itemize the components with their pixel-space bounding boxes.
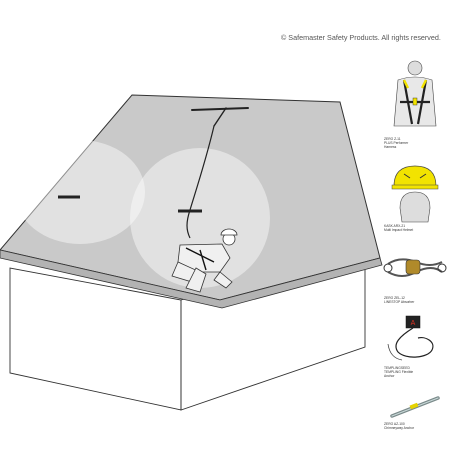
copyright-text: © Safemaster Safety Products. All rights… (281, 33, 441, 42)
product-ridge-anchor[interactable]: ZERO AZ-100 Chimneyway Anchor (380, 394, 450, 444)
safe-zone-right (130, 148, 270, 288)
ridge-anchor (191, 107, 249, 127)
product-kind: Anchor (384, 374, 395, 379)
safe-zone-left (15, 140, 145, 244)
product-helmet[interactable]: KASK ARX-21 Multi Impact Helmet (380, 162, 450, 238)
product-name: Multi Impact Helmet (384, 228, 414, 233)
product-name: Chimneyway Anchor (384, 426, 415, 431)
helmet-icon (391, 165, 439, 223)
product-lanyard[interactable]: ZERO ZEL-12 LINESTOP Absorber (380, 250, 450, 310)
product-code: ZERO Z-11 (384, 137, 401, 141)
ridge-anchor-icon (390, 396, 440, 418)
product-harness[interactable]: ZERO Z-11 PLUS Performer Harness (380, 58, 450, 156)
product-code: KASK ARX-21 (384, 224, 406, 228)
lanyard-icon (383, 258, 447, 277)
svg-text:A: A (411, 320, 416, 327)
roof-edge (0, 249, 383, 309)
product-name: TEMPLING Flexible (384, 370, 414, 375)
product-code: ZERO ZEL-12 (384, 296, 405, 300)
harness-icon (393, 60, 437, 127)
product-name: PLUS Performer (384, 141, 409, 146)
anchor-strap-icon: A (387, 315, 434, 361)
worker-figure (171, 228, 238, 293)
product-kind: Harness (384, 145, 397, 150)
product-anchor-strap[interactable]: A TEMPLINGSEED TEMPLING Flexible Anchor (380, 314, 450, 384)
product-name: LINESTOP Absorber (384, 300, 415, 305)
product-code: ZERO AZ-100 (384, 422, 405, 426)
product-code: TEMPLINGSEED (384, 366, 410, 370)
